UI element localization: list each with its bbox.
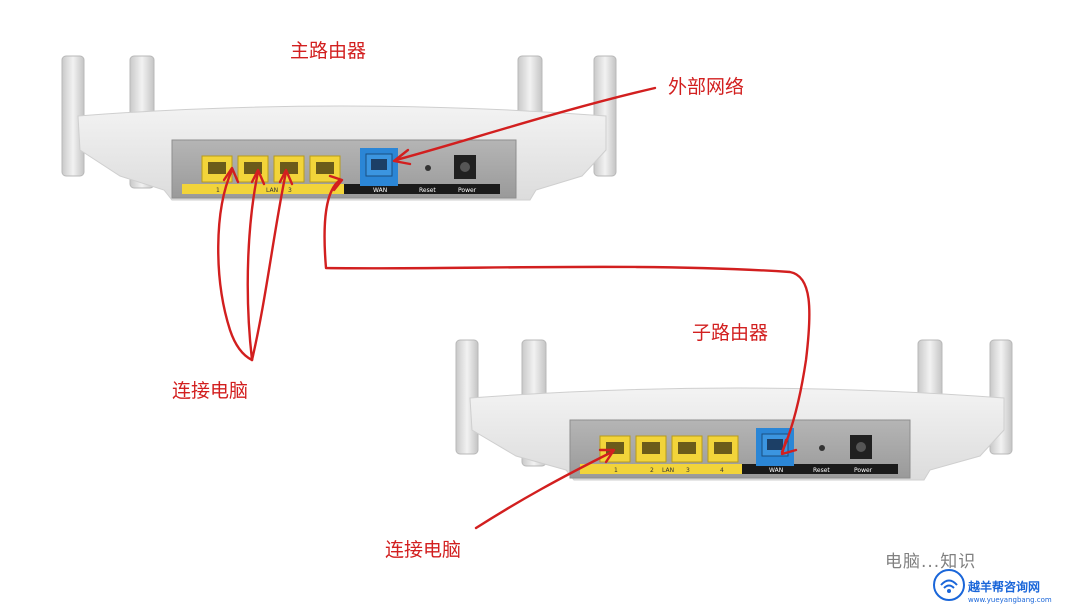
external-network-label: 外部网络 <box>668 76 745 98</box>
pc-connection-line <box>217 168 254 362</box>
watermark-logo-icon <box>933 569 965 601</box>
site-watermark: 越羊帮咨询网 <box>968 580 1041 594</box>
main-router: 1 LAN 3 WAN Reset Power <box>61 55 617 201</box>
lan-label: LAN <box>662 467 674 474</box>
power-label: Power <box>854 467 873 474</box>
wechat-watermark: 电脑...知识 <box>885 552 977 572</box>
lan-port-number: 3 <box>288 187 292 194</box>
arrowhead <box>250 168 266 186</box>
router-link-line <box>323 178 811 454</box>
arrowhead <box>328 174 344 192</box>
pc-connection-line <box>246 170 260 362</box>
lan-port-number: 3 <box>686 467 690 474</box>
arrowhead <box>780 438 798 456</box>
lan-port <box>707 435 739 463</box>
sub-router: 1 2 LAN 3 4 WAN Reset Power <box>455 339 1013 481</box>
lan-ports <box>599 435 739 463</box>
reset-label: Reset <box>813 467 830 474</box>
power-label: Power <box>458 187 477 194</box>
lan-strip <box>182 184 344 194</box>
antenna <box>455 339 479 455</box>
arrowhead <box>598 448 616 464</box>
pc-connection-line <box>474 450 614 530</box>
port-label-strip <box>742 464 898 474</box>
site-url-watermark: www.yueyangbang.com <box>968 596 1052 604</box>
arrowhead <box>278 168 294 186</box>
lan-port-number: 2 <box>650 467 654 474</box>
arrowhead <box>392 148 412 166</box>
lan-label: LAN <box>266 187 278 194</box>
sub-router-label: 子路由器 <box>692 322 769 344</box>
reset-label: Reset <box>419 187 436 194</box>
reset-hole <box>819 445 825 451</box>
pc-connection-line <box>250 170 288 362</box>
external-network-arrow <box>394 86 657 162</box>
lan-strip <box>580 464 742 474</box>
port-label-strip <box>344 184 500 194</box>
annotation-lines <box>217 86 811 530</box>
connect-pc-label-sub: 连接电脑 <box>385 539 462 561</box>
lan-ports <box>201 155 341 183</box>
main-router-label: 主路由器 <box>290 40 367 62</box>
connect-pc-label-main: 连接电脑 <box>172 380 249 402</box>
wan-label: WAN <box>769 467 783 474</box>
lan-port-number: 4 <box>720 467 724 474</box>
arrowhead <box>222 166 240 184</box>
wan-label: WAN <box>373 187 387 194</box>
lan-port-number: 1 <box>614 467 618 474</box>
lan-port-number: 1 <box>216 187 220 194</box>
reset-hole <box>425 165 431 171</box>
